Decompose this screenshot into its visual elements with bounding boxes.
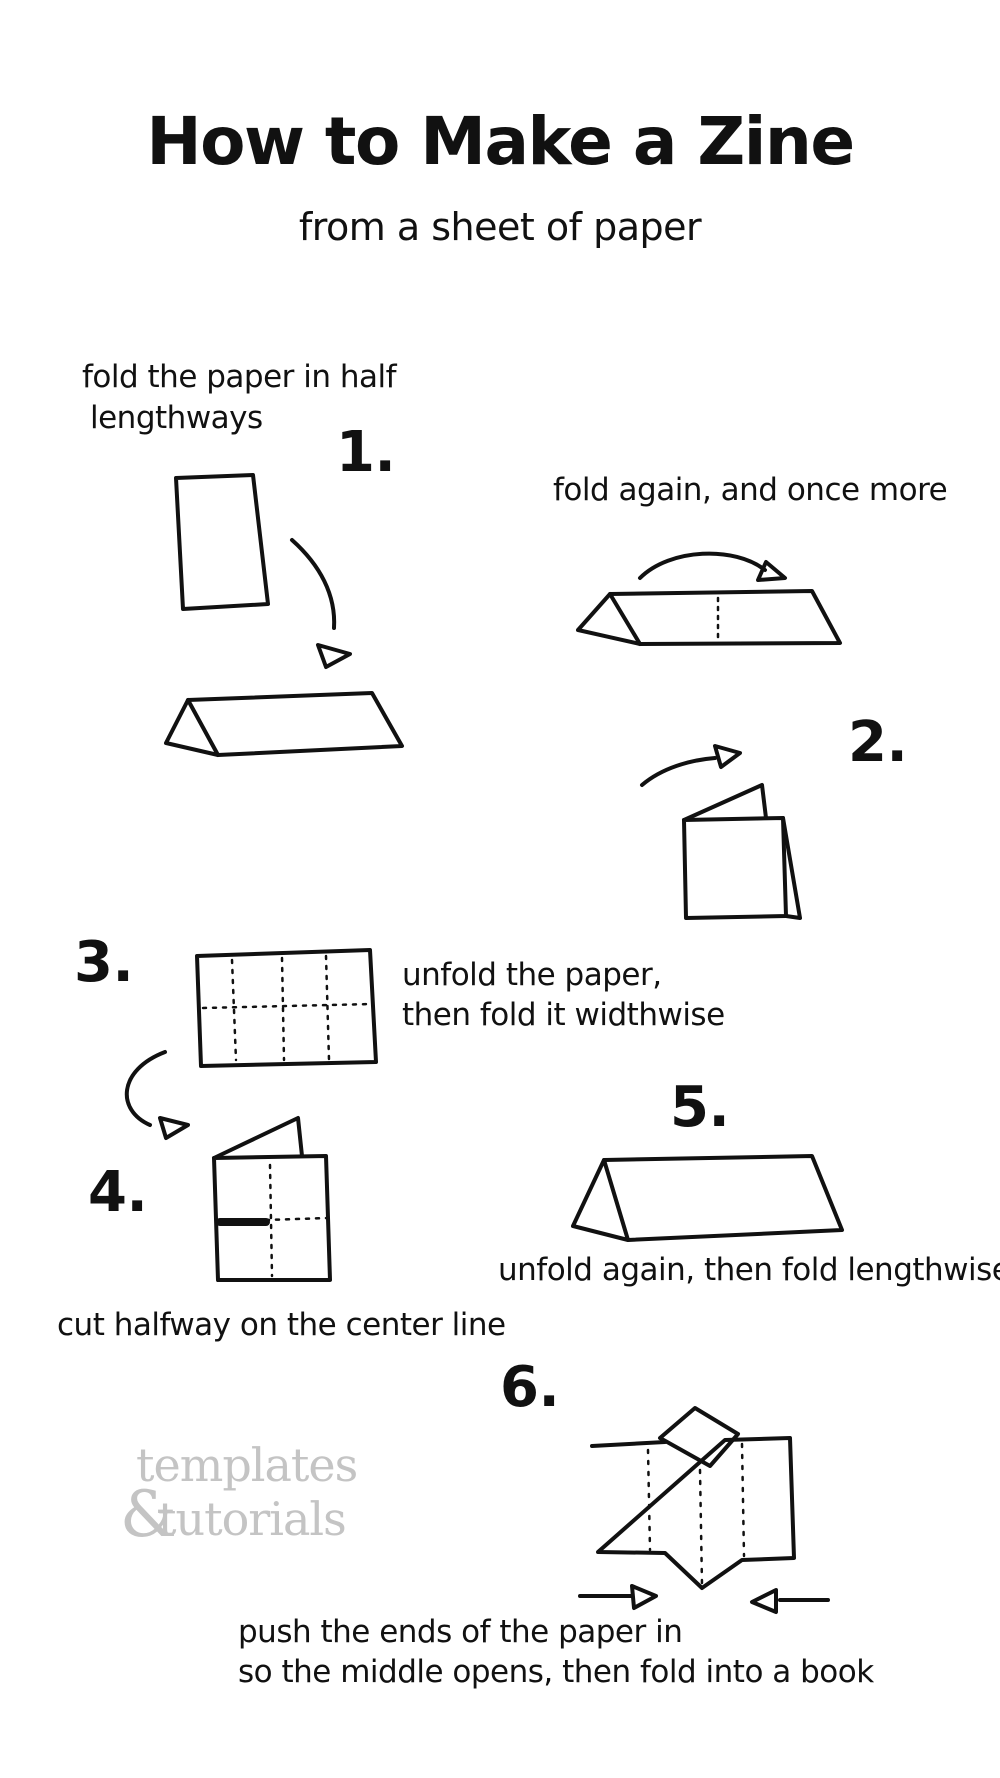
step-3-number: 3. — [74, 930, 134, 995]
step4-grid-horizontal — [264, 1216, 330, 1222]
step2-strip-flap — [608, 592, 642, 646]
step4-booklet-flap — [212, 1116, 304, 1160]
step3-unfolded-sheet — [195, 948, 378, 1068]
step4-booklet — [212, 1154, 332, 1282]
page-title: How to Make a Zine — [146, 103, 855, 180]
step1-folded-sheet — [164, 691, 404, 757]
step-6-instruction-line2: so the middle opens, then fold into a bo… — [238, 1654, 874, 1690]
step2-square-booklet — [682, 816, 788, 920]
step3-arrowhead — [158, 1116, 190, 1140]
step-6-instruction-line1: push the ends of the paper in — [238, 1614, 683, 1650]
step5-fold-edge — [602, 1158, 630, 1242]
step-1-number: 1. — [336, 420, 396, 485]
watermark-line1: templates — [136, 1438, 358, 1492]
watermark-ampersand: & — [120, 1478, 177, 1552]
step4-grid-vertical — [268, 1163, 274, 1278]
step2-booklet-spine — [781, 816, 802, 920]
step3-curved-arrow — [124, 1050, 167, 1127]
step6-left-arrowhead — [630, 1584, 658, 1610]
step1-arrowhead — [316, 643, 352, 669]
step-1-instruction-line2: lengthways — [90, 400, 263, 436]
step-5-instruction: unfold again, then fold lengthwise — [498, 1252, 1000, 1288]
step-4-instruction: cut halfway on the center line — [57, 1307, 506, 1343]
step-6-number: 6. — [500, 1355, 560, 1420]
step3-fold-grid — [201, 954, 374, 1062]
step2-small-arrowhead — [713, 744, 742, 769]
step1-fold-edge — [186, 698, 220, 757]
step-3-instruction-line1: unfold the paper, — [402, 957, 662, 993]
step-2-number: 2. — [848, 710, 908, 775]
step-2-instruction: fold again, and once more — [553, 472, 948, 508]
step6-outer-shape — [590, 1436, 796, 1590]
step-4-number: 4. — [88, 1160, 148, 1225]
step6-top-diamond — [658, 1406, 740, 1468]
step2-booklet-flap — [682, 783, 768, 822]
step6-right-arrowhead — [750, 1588, 778, 1614]
step1-curved-arrow — [290, 538, 337, 630]
step-5-number: 5. — [670, 1075, 730, 1140]
step2-top-arrow — [638, 551, 767, 580]
step2-top-arrowhead — [756, 560, 787, 582]
step-1-instruction-line1: fold the paper in half — [82, 359, 397, 395]
step5-folded-sheet — [571, 1154, 844, 1242]
step2-small-arrow — [640, 756, 717, 787]
watermark-line2: tutorials — [158, 1492, 347, 1546]
step2-long-strip — [576, 589, 842, 646]
step-3-instruction-line2: then fold it widthwise — [402, 997, 725, 1033]
page-subtitle: from a sheet of paper — [298, 205, 702, 249]
step1-sheet-upright — [174, 473, 270, 611]
step6-fold-lines — [646, 1442, 746, 1587]
